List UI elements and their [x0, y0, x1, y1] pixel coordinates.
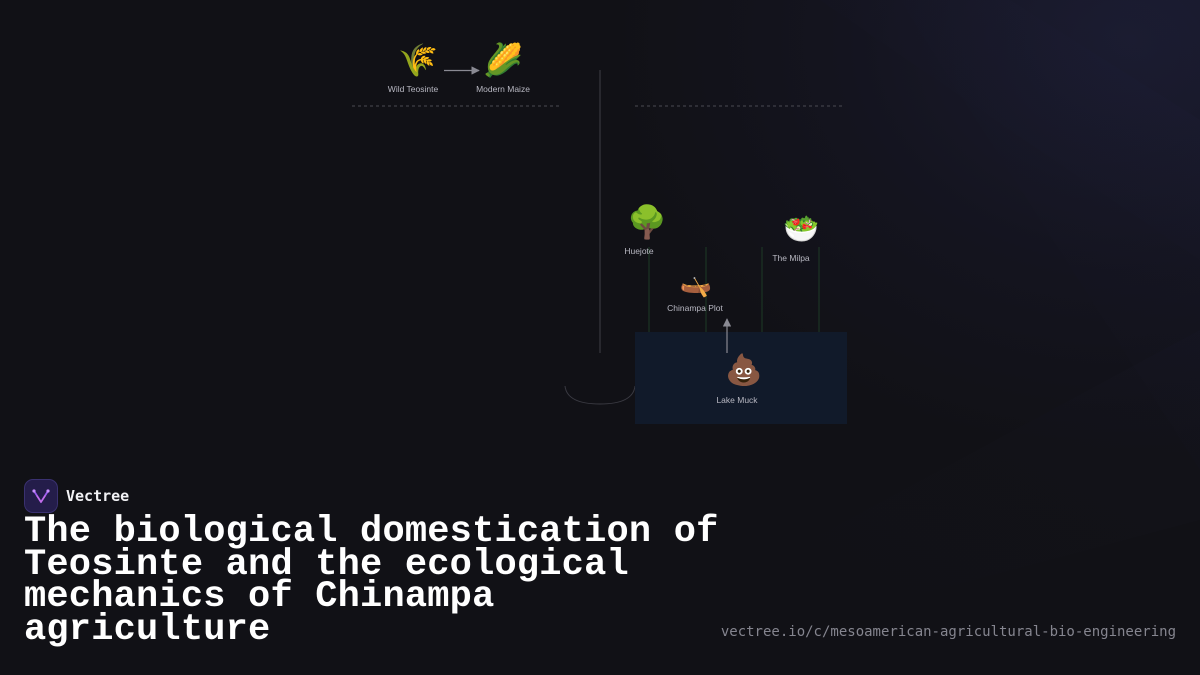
vectree-logo-icon — [24, 479, 58, 513]
node-label-lake-muck: Lake Muck — [716, 395, 758, 405]
source-url[interactable]: vectree.io/c/mesoamerican-agricultural-b… — [720, 624, 1176, 640]
node-label-huejote: Huejote — [624, 246, 654, 256]
brand[interactable]: Vectree — [24, 479, 129, 513]
node-label-chinampa-plot: Chinampa Plot — [667, 303, 723, 313]
salad-bowl-icon: 🥗 — [782, 211, 820, 246]
canoe-icon: 🛶 — [679, 269, 713, 299]
lake-panel — [635, 332, 847, 424]
wheat-sheaf-icon: 🌾 — [398, 41, 438, 79]
corn-icon: 🌽 — [483, 41, 523, 79]
node-label-modern-maize: Modern Maize — [476, 84, 530, 94]
node-label-the-milpa: The Milpa — [772, 253, 810, 263]
page-title: The biological domestication of Teosinte… — [24, 511, 719, 651]
brand-name: Vectree — [66, 487, 130, 505]
tree-icon: 🌳 — [627, 203, 667, 241]
muck-pile-icon: 💩 — [725, 353, 763, 388]
node-label-wild-teosinte: Wild Teosinte — [387, 84, 439, 94]
basin-arc — [564, 385, 636, 405]
